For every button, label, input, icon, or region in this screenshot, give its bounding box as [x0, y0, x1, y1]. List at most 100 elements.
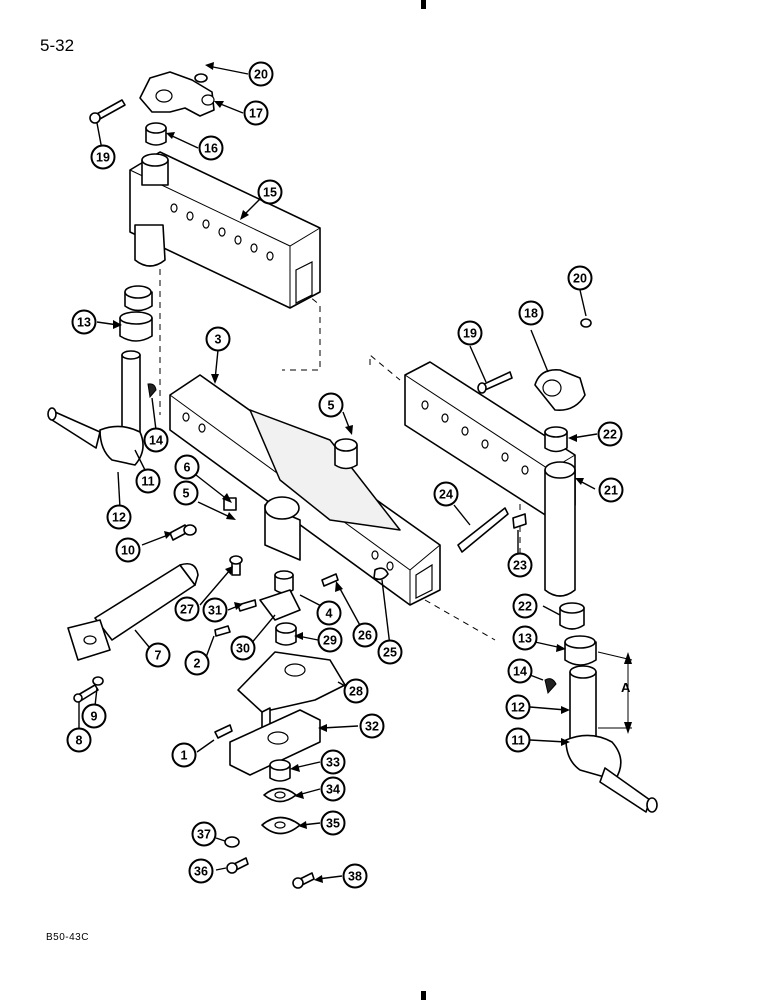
- callout-number: 4: [326, 607, 333, 621]
- right-upper-parts: [477, 318, 592, 453]
- callout-number: 14: [149, 434, 163, 448]
- callout-circle: [377, 639, 403, 665]
- callout-32: 32: [359, 713, 385, 739]
- left-axle-extension: [129, 151, 321, 309]
- callout-circle: [191, 821, 217, 847]
- callout-28: 28: [343, 678, 369, 704]
- callout-circle: [597, 421, 623, 447]
- callout-circle: [188, 858, 214, 884]
- callout-circle: [106, 504, 132, 530]
- page-number: 5-32: [40, 36, 75, 55]
- callout-7: 7: [145, 642, 171, 668]
- callout-circle: [505, 727, 531, 753]
- callout-number: 32: [365, 720, 379, 734]
- callout-number: 24: [439, 488, 453, 502]
- callout-number: 9: [91, 710, 98, 724]
- callout-22: 22: [512, 593, 538, 619]
- callout-20: 20: [567, 265, 593, 291]
- callout-16: 16: [198, 135, 224, 161]
- callout-number: 38: [348, 870, 362, 884]
- callout-circle: [317, 627, 343, 653]
- callout-number: 22: [518, 600, 532, 614]
- callout-number: 18: [524, 307, 538, 321]
- callout-number: 17: [249, 107, 263, 121]
- callout-number: 25: [383, 646, 397, 660]
- callout-number: 12: [511, 701, 525, 715]
- callout-number: 11: [141, 475, 154, 489]
- callout-18: 18: [518, 300, 544, 326]
- callout-number: 13: [518, 632, 532, 646]
- callout-10: 10: [115, 537, 141, 563]
- callout-1: 1: [171, 742, 197, 768]
- callout-19: 19: [90, 144, 116, 170]
- callout-number: 35: [326, 817, 340, 831]
- callout-number: 33: [326, 756, 340, 770]
- callout-number: 6: [184, 461, 191, 475]
- callout-number: 29: [323, 634, 337, 648]
- callout-37: 37: [191, 821, 217, 847]
- callout-number: 11: [511, 734, 524, 748]
- callout-circle: [512, 625, 538, 651]
- callout-23: 23: [507, 552, 533, 578]
- callout-circle: [81, 703, 107, 729]
- callout-36: 36: [188, 858, 214, 884]
- callout-circle: [342, 863, 368, 889]
- callout-circle: [145, 642, 171, 668]
- callout-24: 24: [433, 481, 459, 507]
- callout-number: 2: [194, 657, 201, 671]
- callout-number: 31: [208, 604, 222, 618]
- callout-4: 4: [316, 600, 342, 626]
- main-axle-beam: [169, 374, 441, 606]
- callout-5: 5: [318, 392, 344, 418]
- callout-circle: [143, 427, 169, 453]
- callout-circle: [71, 309, 97, 335]
- callout-34: 34: [320, 776, 346, 802]
- callout-circle: [173, 480, 199, 506]
- callout-circle: [320, 776, 346, 802]
- callout-circle: [320, 810, 346, 836]
- callout-number: 23: [513, 559, 527, 573]
- callout-15: 15: [257, 179, 283, 205]
- callout-circle: [518, 300, 544, 326]
- callout-number: 20: [254, 68, 268, 82]
- callout-25: 25: [377, 639, 403, 665]
- callout-12: 12: [106, 504, 132, 530]
- callout-number: 5: [328, 399, 335, 413]
- callout-31: 31: [202, 597, 228, 623]
- callout-11: 11: [505, 727, 531, 753]
- callout-number: 15: [263, 186, 277, 200]
- callout-number: 19: [96, 151, 110, 165]
- callout-number: 34: [326, 783, 340, 797]
- callout-27: 27: [174, 596, 200, 622]
- callout-number: 8: [76, 734, 83, 748]
- callout-number: 26: [358, 629, 372, 643]
- lower-pivot-parts: [214, 507, 527, 889]
- callout-number: 16: [204, 142, 218, 156]
- left-steering-knuckle: [47, 350, 157, 466]
- callout-3: 3: [205, 326, 231, 352]
- callout-circle: [90, 144, 116, 170]
- callout-number: 22: [603, 428, 617, 442]
- callout-circle: [230, 635, 256, 661]
- callout-circle: [198, 135, 224, 161]
- callout-circle: [171, 742, 197, 768]
- callout-number: 19: [463, 327, 477, 341]
- callout-number: 5: [183, 487, 190, 501]
- callout-circle: [457, 320, 483, 346]
- callout-circle: [248, 61, 274, 87]
- callout-38: 38: [342, 863, 368, 889]
- callout-14: 14: [143, 427, 169, 453]
- callout-number: 3: [215, 333, 222, 347]
- callout-14: 14: [507, 658, 533, 684]
- callout-number: 12: [112, 511, 126, 525]
- callout-circle: [174, 454, 200, 480]
- callout-circle: [507, 658, 533, 684]
- callout-circle: [359, 713, 385, 739]
- callout-number: 20: [573, 272, 587, 286]
- callout-circle: [507, 552, 533, 578]
- right-steering-knuckle: [544, 602, 658, 813]
- callout-22: 22: [597, 421, 623, 447]
- callout-29: 29: [317, 627, 343, 653]
